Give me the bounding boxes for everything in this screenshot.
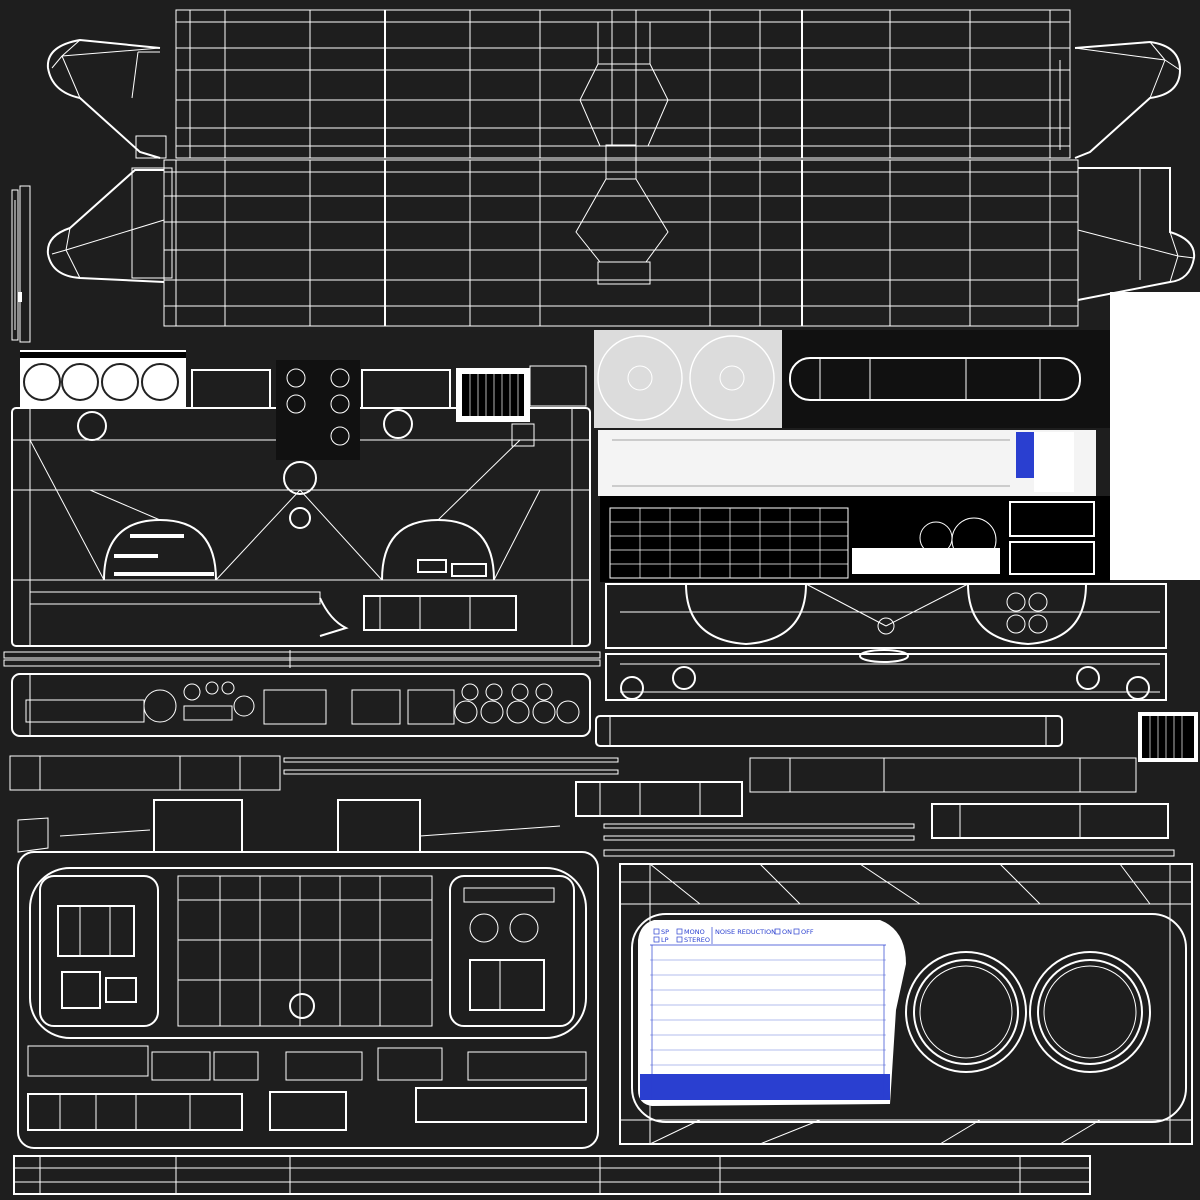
front-panel-uv-island [11,350,591,647]
reel-decal-panel [594,330,782,428]
front-body-uv-island [17,799,599,1149]
label-noise-reduction: NOISE REDUCTION [715,928,776,936]
cabinet-side-uv [595,583,1198,762]
label-on: ON [782,928,792,936]
label-stereo: STEREO [684,936,710,944]
label-mono: MONO [684,928,705,936]
back-panel-decal [782,292,1200,580]
label-lp: LP [661,936,669,944]
trim-strip-uv [3,650,601,668]
label-strip-decal [598,430,1110,582]
bevel-strips-uv [9,755,1175,857]
bottom-strip-uv [13,1155,1091,1195]
side-strip-uv [11,185,31,343]
handle-uv-island [46,9,1196,327]
tape-deck-uv-island: SP LP MONO STEREO NOISE REDUCTION ON OFF [619,863,1193,1145]
control-panel-uv-island [11,673,591,737]
label-off: OFF [801,928,814,936]
label-sp: SP [661,928,669,936]
